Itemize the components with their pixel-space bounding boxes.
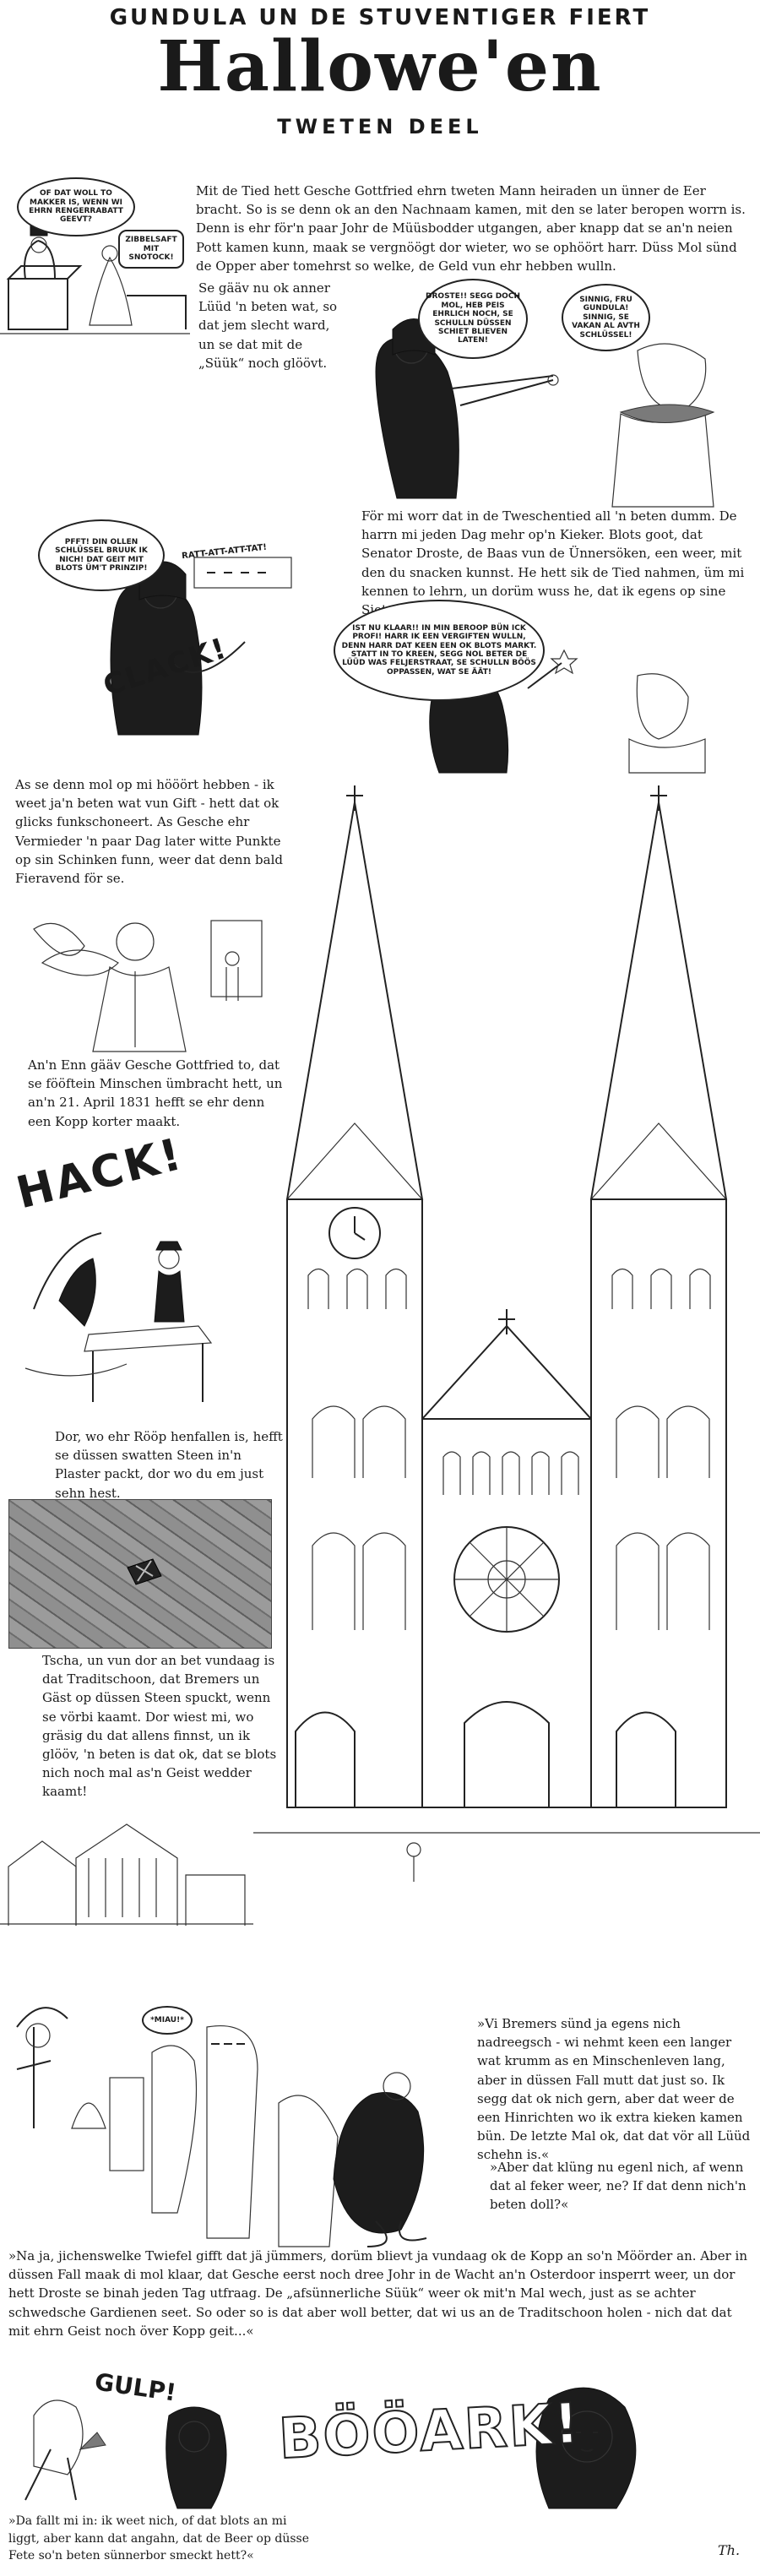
cathedral-sketch: [253, 785, 760, 1882]
story-paragraph-5: An'n Enn gääv Gesche Gottfried to, dat s…: [28, 1057, 283, 1129]
page-title: Hallowe'en: [157, 26, 603, 107]
bottom-drawing: [24, 2387, 637, 2509]
gundula-droste-drawing: [375, 318, 715, 508]
speech-bubble-pfft: PFFT! DIN OLLEN SCHLÜSSEL BRUUK IK NICH!…: [38, 519, 165, 591]
panel-bottom: [0, 2365, 760, 2509]
panel-vermieder: [8, 878, 287, 1052]
speech-bubble-zibbelsaft: ZIBBELSAFT MIT SNOTOCK!: [118, 230, 184, 269]
story-paragraph-7: Tscha, un vun dor an bet vundaag is dat …: [42, 1653, 277, 1800]
shop-scene-drawing: [0, 223, 190, 334]
spuckstein-photo: [8, 1499, 272, 1649]
execution-drawing: [24, 1232, 213, 1402]
cathedral-drawing: [253, 785, 760, 1993]
story-paragraph-4: As se denn mol op mi hööört hebben - ik …: [15, 777, 283, 886]
artist-signature: Th.: [718, 2542, 741, 2558]
header-top: GUNDULA UN DE STUVENTIGER FIERT: [109, 5, 651, 30]
speech-bubble-shopkeeper: OF DAT WOLL TO MAKKER IS, WENN WI EHRN R…: [17, 177, 135, 236]
panel-party: [0, 1976, 473, 2247]
panel-townhall: [0, 1791, 253, 1926]
vermieder-drawing: [33, 920, 263, 1052]
panel-gundula-droste: [342, 279, 756, 508]
panel-shop-scene: [0, 177, 190, 338]
townhall-drawing: [0, 1823, 253, 1926]
story-paragraph-8: »Vi Bremers sünd ja egens nich nadreegsc…: [477, 2016, 751, 2163]
story-paragraph-1: Mit de Tied hett Gesche Gottfried ehrn t…: [196, 183, 746, 274]
speech-bubble-gundula-droste: DROSTE!! SEGG DOCH MOL, HEB PEIS EHRLICH…: [418, 279, 528, 359]
panel-execution: [8, 1199, 287, 1419]
speech-bubble-profi: IST NU KLAAR!! IN MIN BEROOP BÜN ICK PRO…: [334, 600, 545, 701]
speech-bubble-miau: *MIAU!*: [142, 2006, 193, 2035]
header-subtitle: TWETEN DEEL: [277, 115, 483, 139]
spuckstein-cross-icon: [127, 1558, 162, 1585]
story-paragraph-6: Dor, wo ehr Rööp henfallen is, hefft se …: [55, 1429, 283, 1501]
story-paragraph-2: Se gääv nu ok anner Lüüd 'n beten wat, s…: [198, 280, 338, 371]
story-paragraph-11: »Da fallt mi in: ik weet nich, of dat bl…: [8, 2514, 310, 2563]
speech-bubble-droste-reply: SINNIG, FRU GUNDULA! SINNIG, SE VAKAN AL…: [562, 284, 650, 351]
story-paragraph-10: »Na ja, jichenswelke Twiefel gifft dat j…: [8, 2248, 747, 2339]
party-drawing: [16, 2007, 427, 2247]
story-paragraph-9: »Aber dat klüng nu egenl nich, af wenn d…: [490, 2160, 746, 2213]
